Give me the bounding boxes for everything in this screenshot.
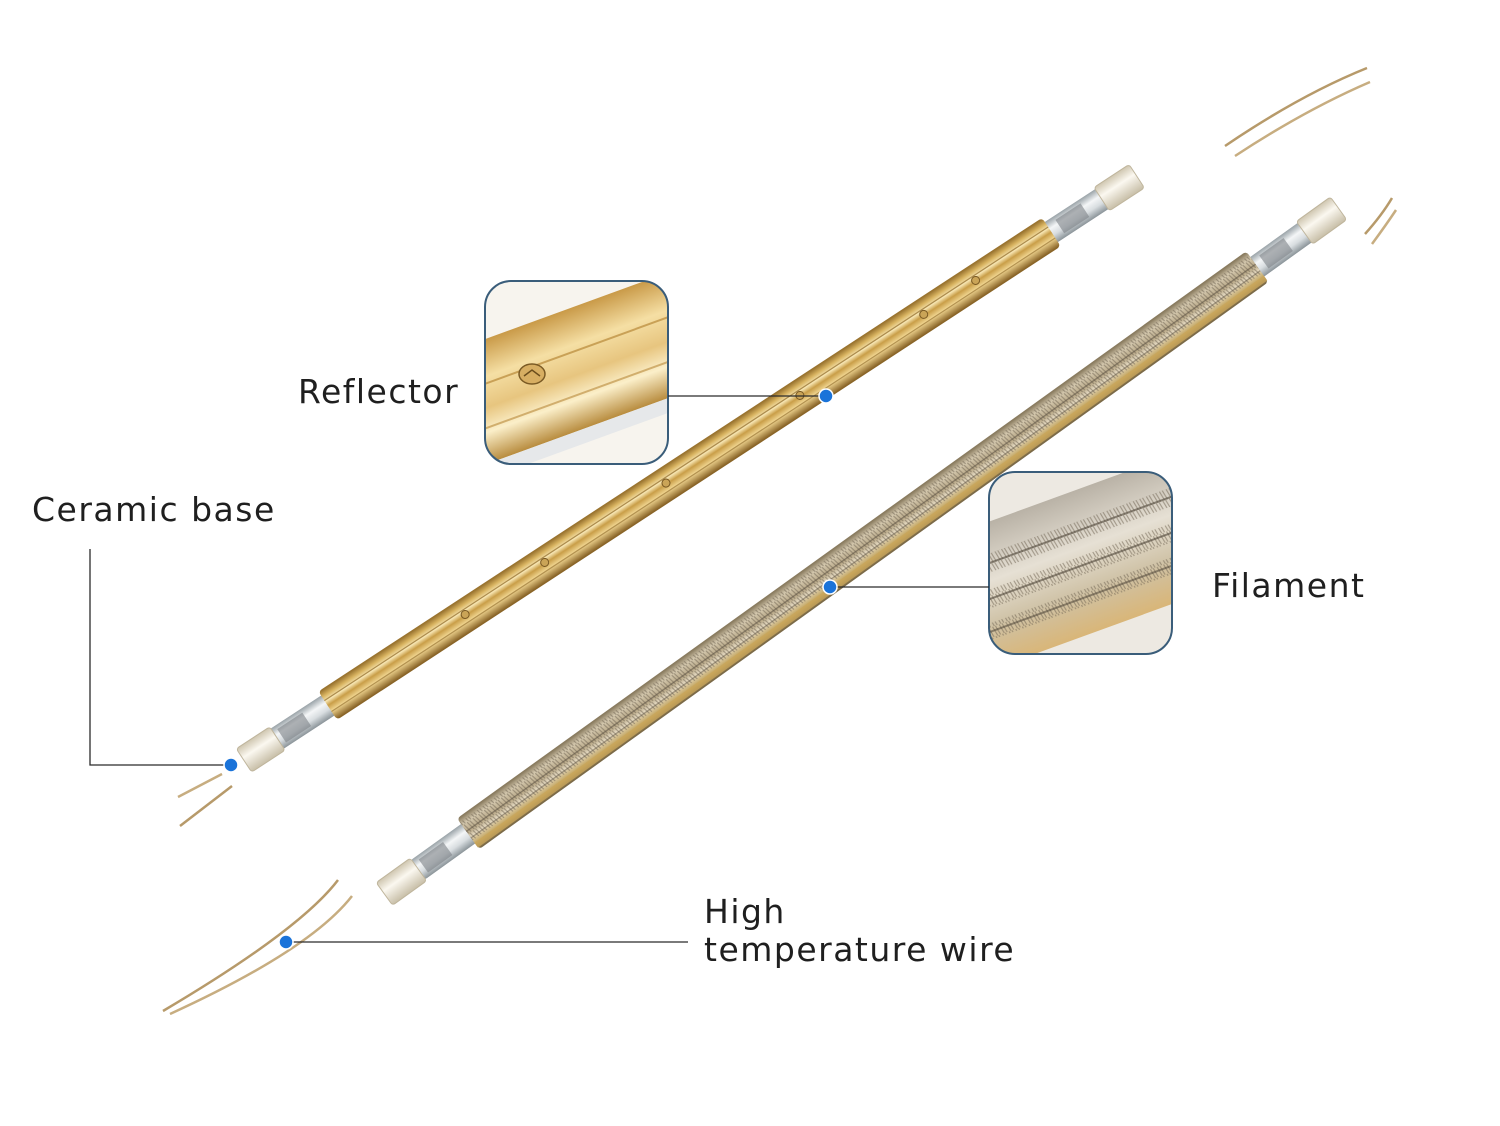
- reflector-label: Reflector: [298, 372, 460, 411]
- wire-label-line-2: temperature wire: [704, 930, 1016, 969]
- ceramic-base-callout-dot: [223, 757, 239, 773]
- ceramic-base-label: Ceramic base: [32, 490, 276, 529]
- reflector-closeup-inset: [484, 280, 669, 465]
- filament-closeup-inset: [988, 471, 1173, 655]
- quartz-filament-tube: [162, 197, 1398, 1016]
- ceramic-base-leader-line: [89, 549, 230, 766]
- filament-label: Filament: [1212, 566, 1366, 605]
- wire-callout-dot: [278, 934, 294, 950]
- filament-callout-dot: [822, 579, 838, 595]
- gold-reflector-tube: [177, 66, 1371, 827]
- callout-lines: [89, 395, 989, 943]
- high-temperature-wire-label: High temperature wire: [704, 893, 1015, 969]
- callout-dots: [223, 388, 838, 950]
- wire-label-line-1: High: [704, 892, 786, 931]
- reflector-callout-dot: [818, 388, 834, 404]
